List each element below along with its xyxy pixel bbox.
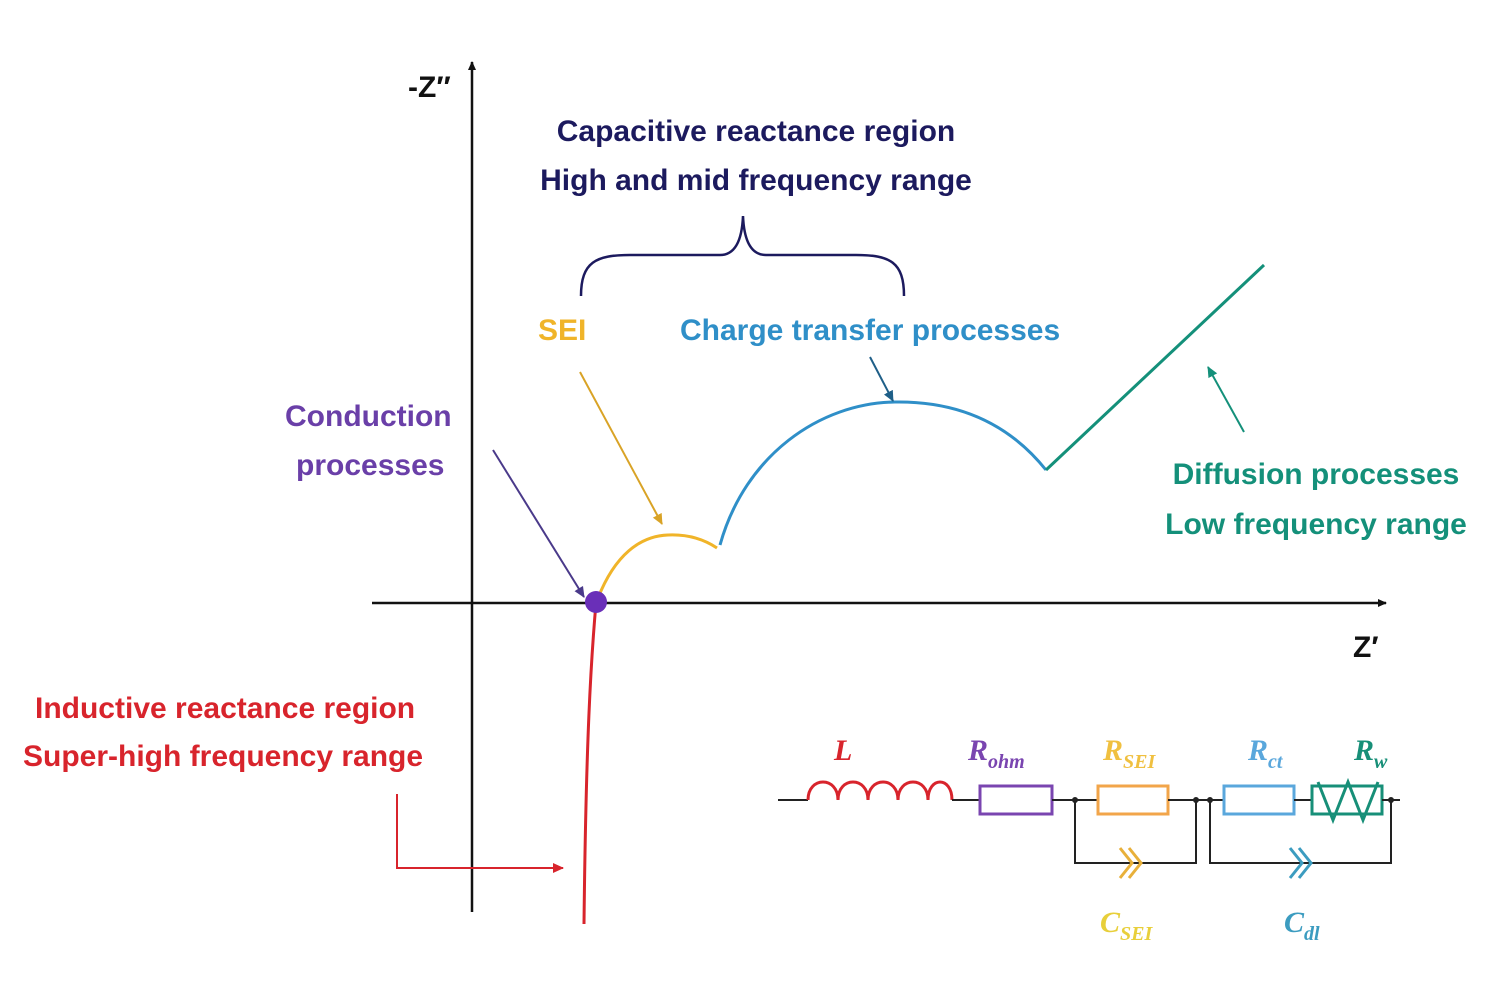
inductive-label-line1: Inductive reactance region	[35, 692, 415, 725]
sei-arrow	[579, 371, 663, 525]
y-axis-label: -Z″	[408, 71, 451, 104]
conduction-label-line1: Conduction	[285, 400, 452, 433]
sei-semicircle	[596, 533, 718, 599]
charge-transfer-semicircle	[718, 400, 1048, 546]
capacitor-cdl	[1288, 847, 1313, 879]
label-rct: Rct	[1247, 734, 1284, 773]
x-axis-label: Z′	[1353, 631, 1379, 664]
cdl-branch	[1209, 800, 1392, 864]
capacitive-region-label: Capacitive reactance region	[557, 115, 956, 148]
resistor-rsei	[1096, 784, 1170, 816]
label-rsei: RSEI	[1102, 734, 1156, 773]
conduction-arrow	[492, 449, 585, 598]
label-csei: CSEI	[1100, 906, 1153, 945]
charge-transfer-arrow	[869, 356, 894, 402]
csei-branch	[1074, 800, 1197, 864]
diffusion-line	[1044, 263, 1266, 472]
warburg-zigzag	[1316, 777, 1380, 825]
equivalent-circuit: L Rohm RSEI Rct Rw CSEI Cdl	[778, 734, 1400, 945]
capacitor-csei	[1118, 847, 1143, 879]
inductive-arrow	[396, 794, 564, 873]
label-L: L	[833, 734, 852, 767]
sei-label: SEI	[538, 314, 586, 347]
conduction-point	[585, 591, 607, 613]
resistor-rohm	[978, 784, 1054, 816]
brace	[579, 215, 906, 297]
label-rohm: Rohm	[967, 734, 1025, 773]
inductive-curve	[582, 602, 598, 925]
frequency-range-label: High and mid frequency range	[540, 164, 972, 197]
diffusion-label-line1: Diffusion processes	[1173, 458, 1460, 491]
label-rw: Rw	[1353, 734, 1388, 773]
diffusion-label-line2: Low frequency range	[1165, 508, 1467, 541]
label-cdl: Cdl	[1284, 906, 1320, 945]
resistor-rct	[1222, 784, 1296, 816]
conduction-label-line2: processes	[296, 449, 444, 482]
inductor-L	[806, 780, 954, 801]
diffusion-arrow	[1207, 366, 1245, 433]
charge-transfer-label: Charge transfer processes	[680, 314, 1060, 347]
inductive-label-line2: Super-high frequency range	[23, 740, 423, 773]
